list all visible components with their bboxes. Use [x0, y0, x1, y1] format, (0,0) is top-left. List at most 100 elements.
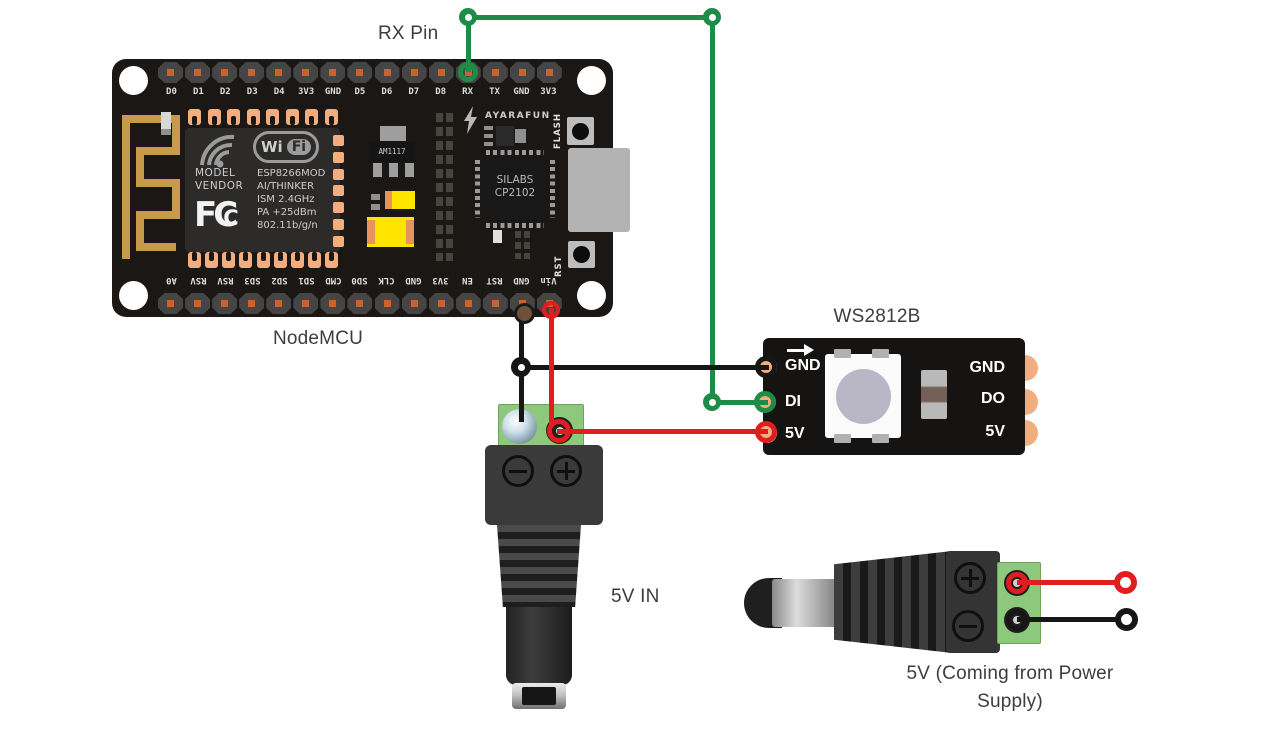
pin-label: RX — [462, 87, 474, 97]
spec-line: PA +25dBm — [257, 207, 317, 218]
via-column — [436, 113, 443, 261]
cp2102-pins-left — [475, 160, 480, 218]
mounting-hole — [119, 281, 148, 310]
pin-pad — [185, 293, 211, 314]
flash-button-label: FLASH — [553, 112, 563, 149]
regulator-body: AM1117 — [369, 141, 415, 163]
green-wire-top-horizontal — [466, 15, 714, 20]
psu-red-wire — [1017, 580, 1117, 585]
smd-component — [493, 230, 502, 243]
black-junction-node — [511, 357, 531, 377]
vendor-mark: AYARAFUN — [485, 111, 551, 121]
pin-label: D8 — [435, 87, 447, 97]
pin-label: D3 — [246, 87, 258, 97]
nodemcu-label: NodeMCU — [272, 328, 364, 349]
ws2812b-gnd-label: GND — [785, 357, 821, 374]
pin-label: SD3 — [244, 275, 261, 285]
mounting-hole — [577, 281, 606, 310]
mounting-hole — [577, 66, 606, 95]
via-column-short — [515, 231, 521, 259]
capacitor-cap — [406, 220, 414, 244]
wifi-logo-fi: Fi — [286, 139, 312, 155]
smd-chip — [515, 129, 526, 143]
pin-pad — [239, 62, 265, 83]
psu-plus-connector — [1006, 572, 1028, 594]
pin-pad — [509, 62, 535, 83]
pin-label: EN — [462, 275, 474, 285]
pin-label: GND — [513, 87, 530, 97]
wifi-logo-wi: Wi — [261, 138, 283, 156]
chip-brand: SILABS — [496, 174, 534, 186]
pin-label: GND — [324, 87, 342, 97]
module-specs: ESP8266MOD AI/THINKER ISM 2.4GHz PA +25d… — [257, 167, 325, 232]
led-cap — [385, 191, 392, 209]
jack-plus-connector — [547, 419, 571, 443]
psu-black-wire — [1017, 617, 1117, 622]
pin-pad — [347, 62, 373, 83]
plus-symbol — [954, 562, 986, 594]
jack-body — [485, 445, 603, 525]
pin-pad — [374, 293, 400, 314]
pin-label: D7 — [408, 87, 420, 97]
jack-ribbed-section — [497, 525, 581, 607]
ws2812b-gnd-out-label: GND — [969, 359, 1005, 376]
spec-line: ISM 2.4GHz — [257, 194, 315, 205]
module-castellations-right — [333, 135, 344, 247]
pin-label: D0 — [166, 87, 177, 97]
pin-pad — [293, 62, 319, 83]
spec-line: 802.11b/g/n — [257, 220, 318, 231]
rst-button-label: RST — [554, 255, 564, 277]
green-wire-di-horizontal — [710, 400, 768, 405]
pin-pad — [536, 62, 562, 83]
flash-button — [567, 117, 594, 145]
usb-connector — [568, 148, 630, 232]
module-castellations-bottom — [188, 252, 338, 268]
module-castellations-top — [188, 109, 338, 125]
ws2812b-board: GND DI 5V GND DO 5V — [756, 338, 1025, 455]
black-wire-gnd-horizontal — [519, 365, 769, 370]
pin-label: GND — [513, 275, 530, 285]
esp-logo-icon — [200, 134, 235, 168]
pin-pad — [185, 62, 211, 83]
red-wire-vin-vertical — [549, 308, 554, 425]
via-column-short — [524, 231, 530, 259]
pin-pad — [158, 293, 183, 314]
smd-component — [371, 194, 380, 200]
pin-pad — [482, 62, 508, 83]
pin-label: 3V3 — [297, 87, 315, 97]
psu-label-line2: Supply) — [977, 691, 1043, 712]
pin-label: D2 — [219, 87, 231, 97]
pin-label: SD1 — [297, 275, 315, 285]
smd-chip — [496, 126, 514, 146]
pin-label: D1 — [192, 87, 204, 97]
regulator-leg — [373, 163, 382, 177]
gnd-pin-connector — [514, 303, 535, 324]
top-pin-header — [158, 62, 562, 83]
rst-button — [568, 241, 595, 268]
spec-line: ESP8266MOD — [257, 168, 326, 179]
pin-pad — [266, 62, 292, 83]
data-direction-arrow — [787, 344, 814, 356]
pin-pad — [293, 293, 319, 314]
psu-minus-connector — [1006, 609, 1028, 631]
pin-pad — [212, 62, 238, 83]
chip-dashes — [484, 126, 493, 148]
ws2812b-label: WS2812B — [833, 306, 921, 327]
pin-pad — [266, 293, 292, 314]
pin-label: RSV — [190, 275, 207, 285]
pin-pad — [455, 293, 481, 314]
ws2812b-5v-label: 5V — [785, 425, 805, 442]
rx-pin-label: RX Pin — [378, 23, 439, 44]
pin-pad — [239, 293, 265, 314]
ws2812b-di-connector — [754, 391, 776, 413]
pin-pad — [212, 293, 238, 314]
pin-label: 3V3 — [540, 87, 557, 97]
green-wire-rx-vertical — [466, 15, 471, 72]
bottom-pin-header — [158, 293, 562, 314]
regulator-leg — [389, 163, 398, 177]
plug-metal-barrel — [772, 579, 842, 627]
pin-label: TX — [489, 87, 500, 97]
